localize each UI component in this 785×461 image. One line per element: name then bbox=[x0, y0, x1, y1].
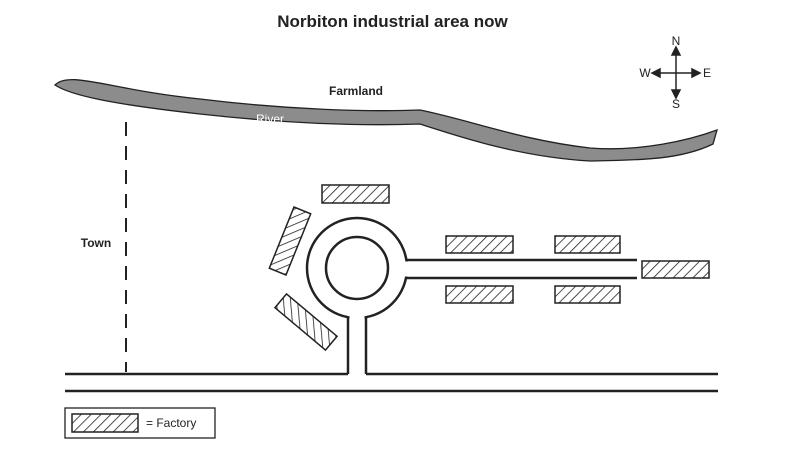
factory-east-end bbox=[641, 260, 710, 279]
east-road bbox=[400, 258, 640, 280]
compass-east: E bbox=[703, 66, 711, 80]
factory-west-upper bbox=[268, 206, 312, 276]
compass-north: N bbox=[672, 34, 681, 48]
farmland-label: Farmland bbox=[329, 84, 383, 98]
roundabout bbox=[305, 216, 410, 322]
factory-east-3 bbox=[445, 285, 514, 304]
compass-icon bbox=[650, 45, 702, 100]
factory-north bbox=[321, 184, 390, 204]
town-label: Town bbox=[81, 236, 111, 250]
legend-factory-label: = Factory bbox=[146, 416, 196, 430]
compass-south: S bbox=[672, 97, 680, 111]
factory-east-4 bbox=[554, 285, 621, 304]
river-label: River bbox=[256, 112, 284, 126]
factory-east-2 bbox=[554, 235, 621, 254]
factory-east-1 bbox=[445, 235, 514, 254]
compass-west: W bbox=[639, 66, 651, 80]
map-title: Norbiton industrial area now bbox=[277, 12, 508, 31]
legend: = Factory bbox=[64, 407, 216, 439]
legend-factory-swatch bbox=[71, 413, 139, 433]
river bbox=[53, 78, 718, 162]
factory-southwest bbox=[273, 292, 339, 352]
